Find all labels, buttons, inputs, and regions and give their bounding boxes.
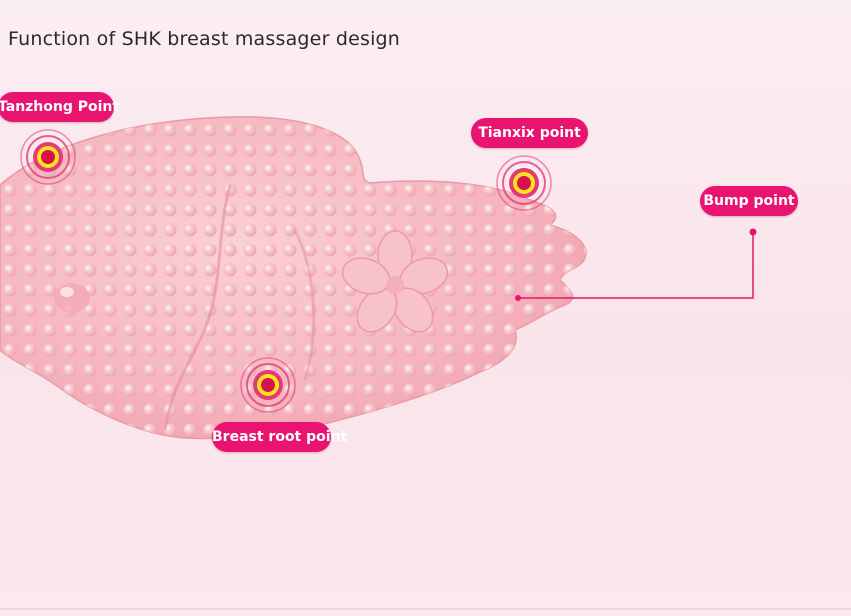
bump-point-label: Bump point [700,186,798,216]
acupoint-marker-icon-tanzhong [20,129,76,185]
breast-root-point-label: Breast root point [212,422,347,452]
acupoint-marker-icon-breast-root [240,357,296,413]
bump-point-leader-line [518,232,754,299]
tanzhong-point-label: Tanzhong Point [0,92,119,122]
page-title: Function of SHK breast massager design [8,28,401,50]
floor-divider [0,608,851,610]
acupoint-marker-icon-tianxix [496,155,552,211]
tianxix-point-label: Tianxix point [471,118,588,148]
flower-emblem-icon [341,230,449,333]
